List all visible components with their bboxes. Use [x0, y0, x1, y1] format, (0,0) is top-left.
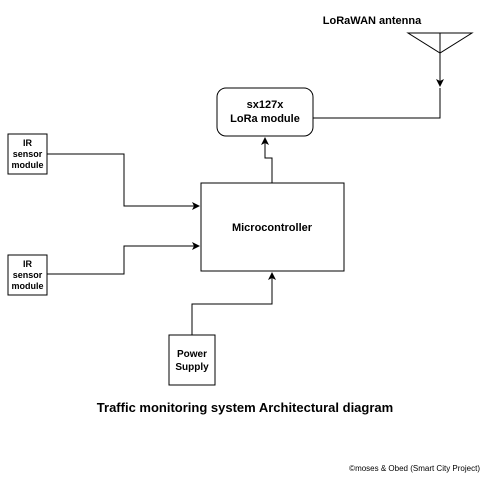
lora-module-label-line1: sx127x: [247, 99, 285, 111]
ir-sensor-top-label-line2: sensor: [13, 149, 43, 159]
lora-module-label-line2: LoRa module: [230, 113, 300, 125]
ir-sensor-top-label-line1: IR: [23, 138, 33, 148]
ir-top-to-mcu-connector: [47, 153, 200, 210]
power-supply-box: [168, 334, 216, 386]
power-to-mcu-connector: [191, 272, 276, 335]
ir-sensor-top-box: [7, 133, 48, 175]
microcontroller-label: Microcontroller: [232, 222, 313, 234]
ir-bottom-to-mcu-connector: [47, 242, 200, 275]
lora-to-antenna-connector: [313, 88, 441, 119]
diagram-caption: Traffic monitoring system Architectural …: [97, 400, 393, 415]
ir-sensor-bottom-box: [7, 254, 48, 296]
antenna-icon: [406, 32, 474, 87]
lora-module-box: [216, 87, 314, 137]
footer-credit: ©moses & Obed (Smart City Project): [349, 464, 480, 473]
ir-sensor-bottom-label-line3: module: [11, 281, 43, 291]
ir-sensor-top-label-line3: module: [11, 160, 43, 170]
microcontroller-box: [200, 182, 345, 272]
power-supply-label-line1: Power: [177, 349, 207, 360]
ir-sensor-bottom-label-line2: sensor: [13, 270, 43, 280]
ir-sensor-bottom-label-line1: IR: [23, 259, 33, 269]
antenna-label: LoRaWAN antenna: [323, 15, 422, 27]
mcu-to-lora-connector: [261, 137, 273, 183]
power-supply-label-line2: Supply: [175, 362, 209, 373]
